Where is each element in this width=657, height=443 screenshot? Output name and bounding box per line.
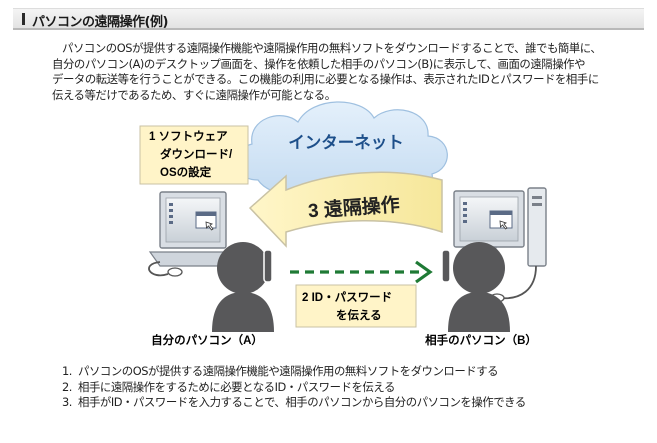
- step-number: 2.: [62, 379, 72, 394]
- section-title: パソコンの遠隔操作(例): [32, 15, 168, 30]
- internet-label: インターネット: [288, 133, 404, 152]
- person-b-icon: [441, 242, 510, 332]
- step-text: 相手に遠隔操作をするために必要となるID・パスワードを伝える: [78, 379, 395, 394]
- step-text: 相手がID・パスワードを入力することで、相手のパソコンから自分のパソコンを操作で…: [78, 395, 526, 409]
- step-text: パソコンのOSが提供する遠隔操作機能や遠隔操作用の無料ソフトをダウンロードする: [78, 364, 499, 378]
- credential-arrow: [290, 260, 433, 284]
- intro-line: データの転送等を行うことができる。この機能の利用に必要となる操作は、表示されたI…: [52, 72, 599, 86]
- list-item: 1. パソコンのOSが提供する遠隔操作機能や遠隔操作用の無料ソフトをダウンロードす…: [62, 364, 526, 380]
- step1-bubble: 1 ソフトウェア ダウンロード/ OSの設定: [139, 125, 249, 185]
- step2-bubble: 2 ID・パスワード を伝える: [295, 284, 417, 328]
- section-heading: パソコンの遠隔操作(例): [13, 8, 644, 30]
- steps-list: 1. パソコンのOSが提供する遠隔操作機能や遠隔操作用の無料ソフトをダウンロードす…: [62, 364, 526, 411]
- step-number: 3.: [62, 395, 72, 409]
- intro-paragraph: パソコンのOSが提供する遠隔操作機能や遠隔操作用の無料ソフトをダウンロードするこ…: [52, 41, 642, 103]
- list-item: 2. 相手に遠隔操作をするために必要となるID・パスワードを伝える: [62, 380, 526, 396]
- pc-b-label: 相手のパソコン（B）: [425, 333, 537, 347]
- intro-line: 伝える等だけであるため、すぐに遠隔操作が可能となる。: [52, 87, 336, 102]
- heading-marker: [22, 13, 25, 25]
- intro-line: パソコンのOSが提供する遠隔操作機能や遠隔操作用の無料ソフトをダウンロードするこ…: [62, 41, 602, 55]
- step1-line: ダウンロード/: [160, 147, 233, 161]
- remote-operation-arrow: [248, 171, 443, 248]
- step2-line: を伝える: [336, 308, 382, 322]
- step1-line: OSの設定: [160, 165, 212, 179]
- list-item: 3. 相手がID・パスワードを入力することで、相手のパソコンから自分のパソコンを操…: [62, 395, 526, 411]
- step2-line: 2 ID・パスワード: [302, 291, 392, 304]
- step-number: 1.: [62, 364, 72, 378]
- person-a-icon: [212, 242, 274, 332]
- pc-a-label: 自分のパソコン（A）: [151, 333, 263, 347]
- intro-line: 自分のパソコン(A)のデスクトップ画面を、操作を依頼した相手のパソコン(B)に表…: [52, 56, 586, 71]
- step1-line: 1 ソフトウェア: [149, 130, 228, 143]
